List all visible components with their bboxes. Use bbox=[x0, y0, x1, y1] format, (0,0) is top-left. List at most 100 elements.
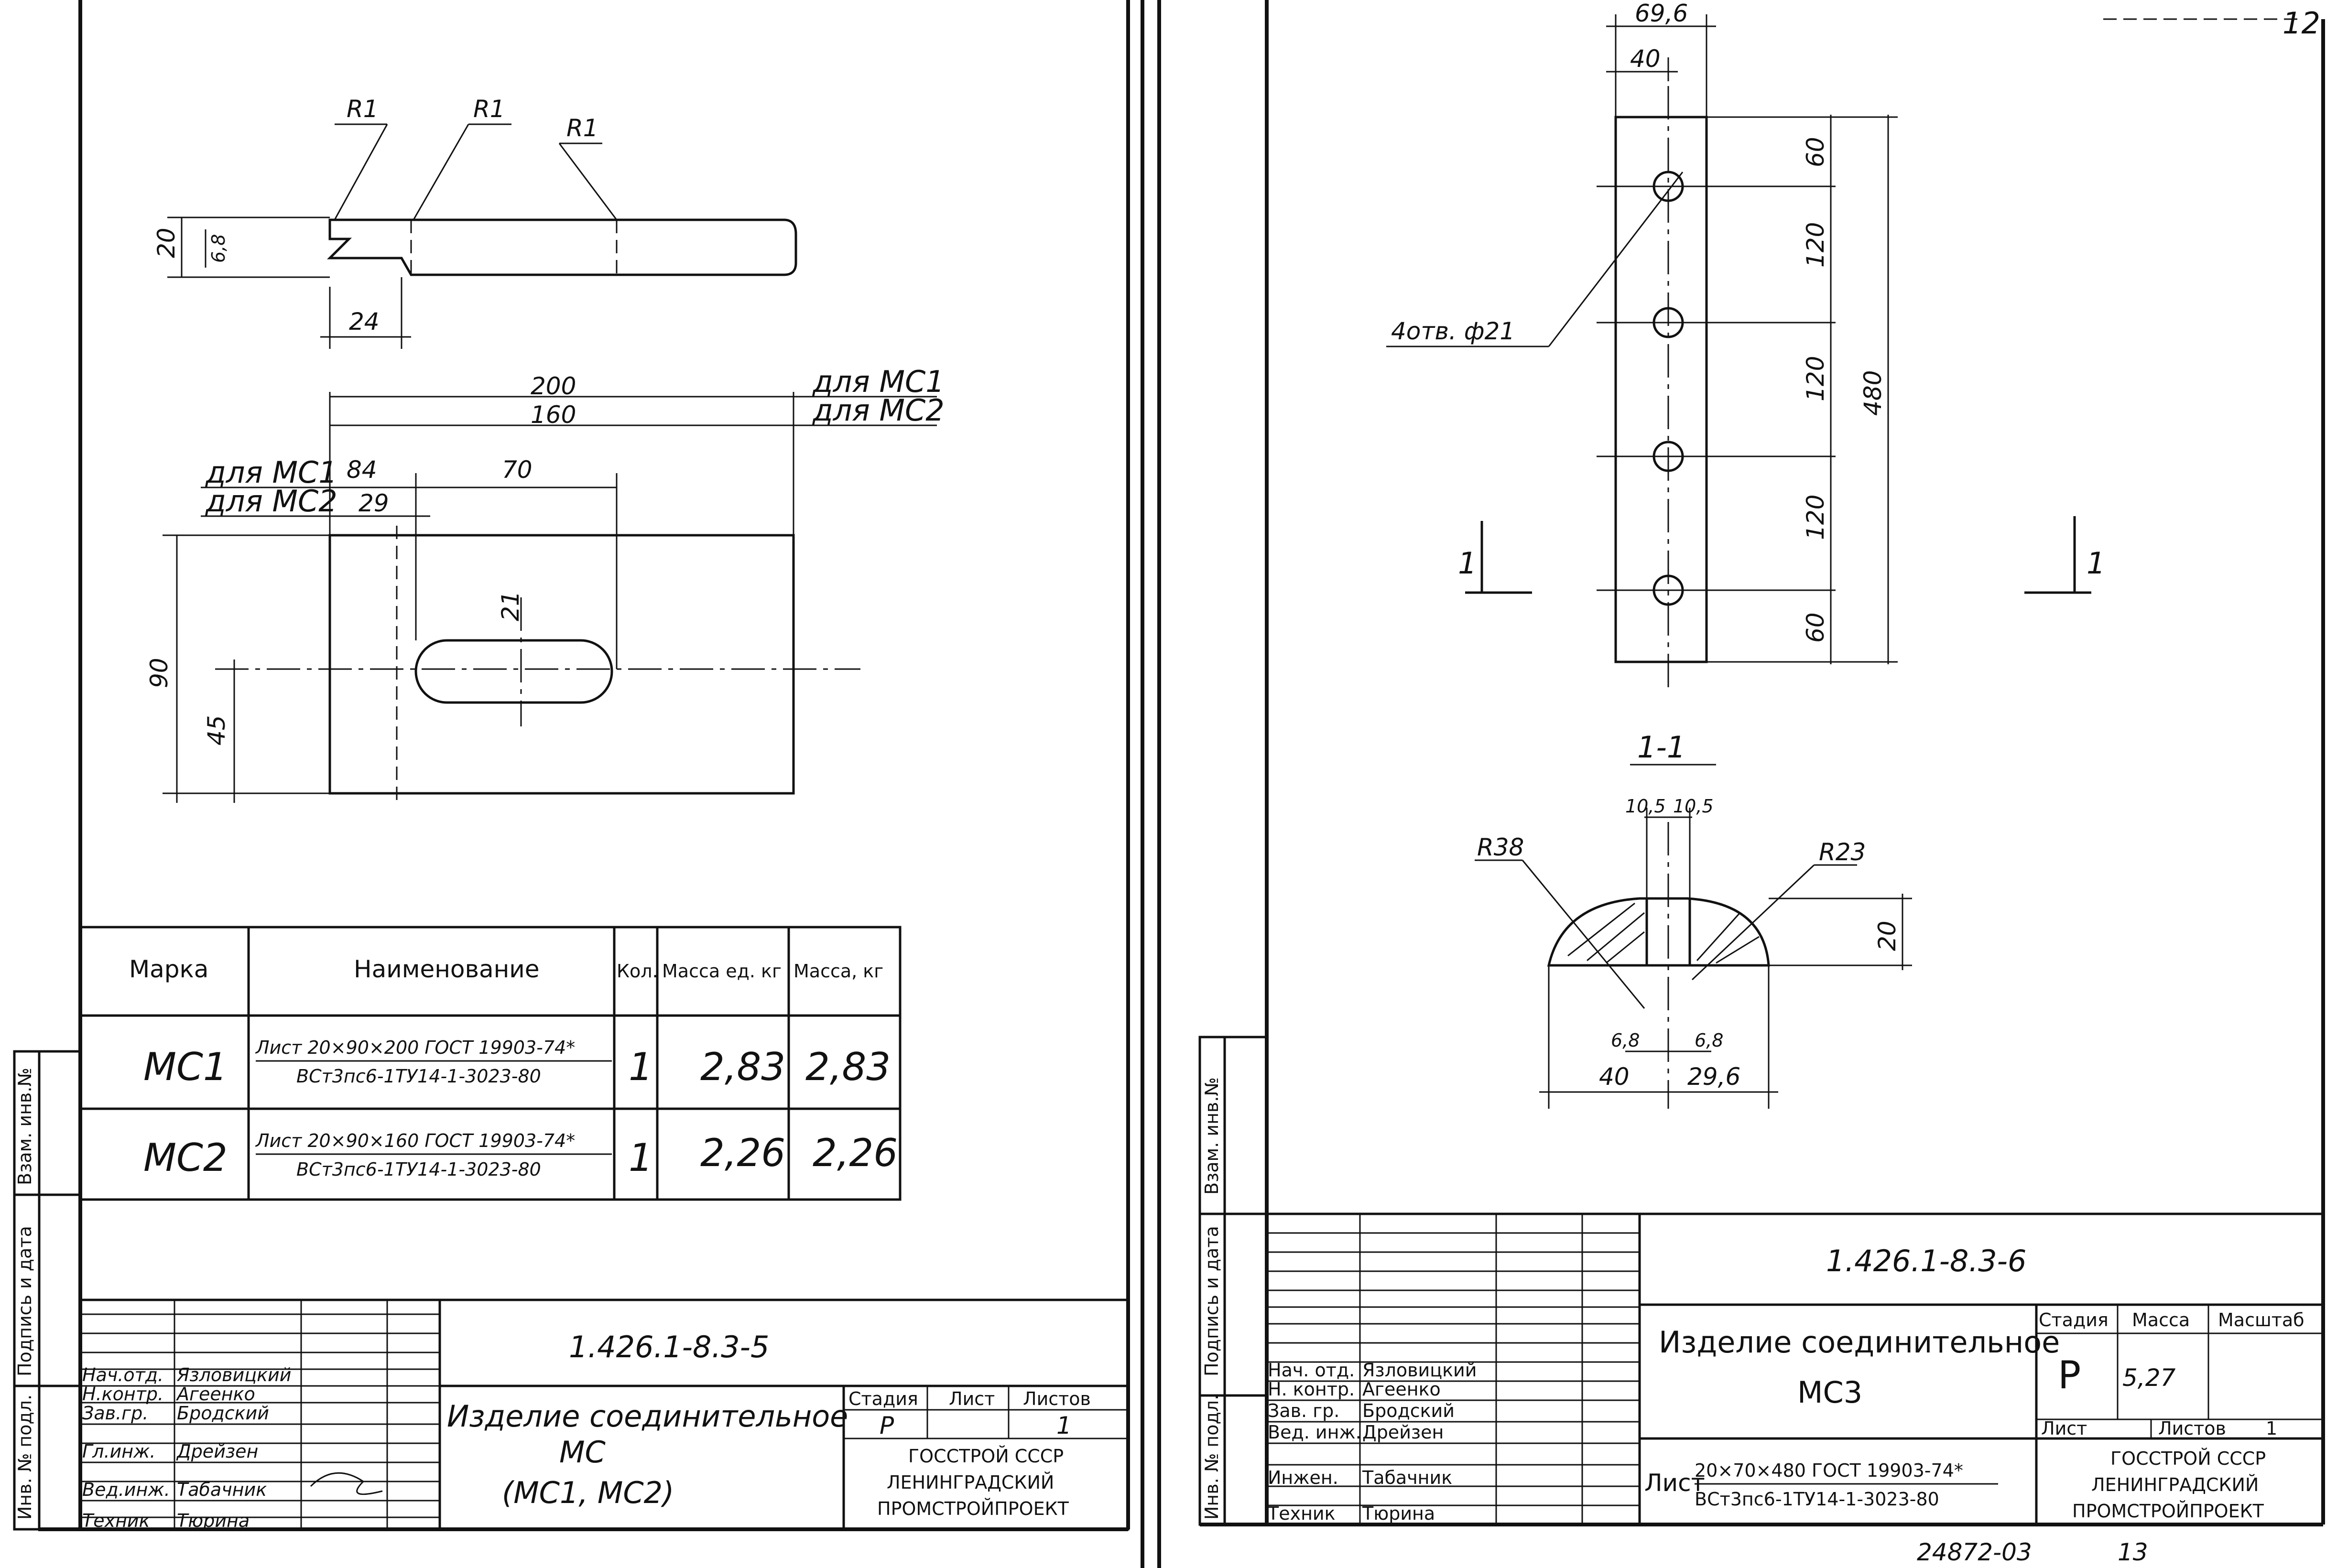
tb-right-stage: Р bbox=[2058, 1353, 2081, 1397]
table-row-1-qty: 1 bbox=[629, 1045, 653, 1089]
plan-view: 200 160 для МС1 для МС2 для МС1 для МС2 … bbox=[145, 364, 945, 803]
tb-right-code: 1.426.1-8.3-6 bbox=[1826, 1244, 2026, 1278]
tb-right-role-2: Н. контр. bbox=[1268, 1379, 1355, 1400]
tb-left-name-1: Изделие соединительное bbox=[447, 1399, 848, 1434]
section-outline bbox=[1547, 897, 1770, 967]
tb-right-sheet-h: Лист bbox=[2041, 1418, 2087, 1439]
title-block-left: Нач.отд. Н.контр. Зав.гр. Гл.инж. Вед.ин… bbox=[79, 1298, 1130, 1531]
tb-left-person-1: Язловицкий bbox=[176, 1364, 291, 1385]
label-for-mc1-b: для МС1 bbox=[205, 455, 337, 490]
tb-left-name-3: (МС1, МС2) bbox=[502, 1475, 674, 1510]
dim-plate-top: 60 bbox=[1802, 137, 1829, 167]
tb-left-sheet-h: Лист bbox=[949, 1388, 995, 1409]
dim-section-thick: 20 bbox=[1873, 920, 1901, 951]
dim-plan-len-mc2: 160 bbox=[531, 401, 576, 429]
dim-plan-half-height: 45 bbox=[203, 715, 230, 746]
tb-right-org-2: ЛЕНИНГРАДСКИЙ bbox=[2091, 1474, 2259, 1495]
left-sheet: Инв. № подл. Подпись и дата Взам. инв.№ … bbox=[13, 0, 1130, 1531]
tb-left-stage: Р bbox=[880, 1412, 894, 1439]
tb-right-person-6: Тюрина bbox=[1362, 1503, 1435, 1524]
right-margin-sign-date: Подпись и дата bbox=[1201, 1226, 1222, 1376]
tb-left-stage-h: Стадия bbox=[848, 1388, 918, 1409]
tb-right-material-top: 20×70×480 ГОСТ 19903-74* bbox=[1695, 1460, 1963, 1481]
dim-plate-bottom: 60 bbox=[1802, 612, 1829, 643]
dim-ch-b: 6,8 bbox=[1695, 1030, 1723, 1051]
right-margin-strip bbox=[1198, 1036, 1226, 1526]
tb-left-org-1: ГОССТРОЙ СССР bbox=[908, 1446, 1064, 1467]
section-mark-left: 1 bbox=[1458, 546, 1477, 581]
dim-plan-height: 90 bbox=[145, 658, 173, 688]
tb-left-person-6: Тюрина bbox=[177, 1510, 250, 1531]
tb-right-name-1: Изделие соединительное bbox=[1659, 1325, 2060, 1360]
tb-left-role-2: Н.контр. bbox=[82, 1384, 163, 1405]
tb-right-role-3: Зав. гр. bbox=[1268, 1400, 1339, 1421]
tb-right-person-5: Табачник bbox=[1362, 1467, 1452, 1488]
plate-outline bbox=[1614, 116, 1708, 663]
table-row-2-unit-mass: 2,26 bbox=[700, 1131, 785, 1175]
label-for-mc2-b: для МС2 bbox=[205, 484, 337, 519]
dim-ch-a: 6,8 bbox=[1611, 1030, 1640, 1051]
dim-plan-off-mc1: 84 bbox=[347, 456, 377, 484]
section-view: 1-1 R38 R23 10,5 10,5 20 bbox=[1475, 730, 1912, 1109]
dim-plan-off-mc2: 29 bbox=[359, 489, 389, 517]
tb-left-role-4: Гл.инж. bbox=[82, 1441, 155, 1462]
table-header-qty: Кол. bbox=[617, 961, 658, 982]
tb-right-person-2: Агеенко bbox=[1362, 1379, 1441, 1400]
tb-right-role-1: Нач. отд. bbox=[1268, 1360, 1355, 1381]
section-mark-right: 1 bbox=[2087, 546, 2105, 581]
right-sheet: 12 Взам. инв.№ Подпись и дата Инв. № под… bbox=[1198, 0, 2325, 1566]
label-holes: 4отв. ф21 bbox=[1391, 317, 1515, 345]
tb-left-role-3: Зав.гр. bbox=[82, 1403, 148, 1424]
profile-view: R1 R1 R1 20 6,8 24 bbox=[152, 95, 797, 349]
footer-archive: 24872-03 bbox=[1917, 1538, 2032, 1566]
tb-right-mass: 5,27 bbox=[2122, 1364, 2176, 1392]
table-header-mark: Марка bbox=[129, 955, 208, 983]
table-row-2-name-top: Лист 20×90×160 ГОСТ 19903-74* bbox=[255, 1130, 575, 1151]
left-margin-strip bbox=[13, 1050, 41, 1531]
tb-right-person-3: Бродский bbox=[1362, 1400, 1455, 1421]
plate-view: 60 120 120 120 60 480 69,6 40 4отв. ф21 … bbox=[1386, 0, 2105, 688]
table-row-2-mass: 2,26 bbox=[813, 1131, 898, 1175]
margin-sign-date: Подпись и дата bbox=[14, 1226, 35, 1376]
plan-slot bbox=[414, 639, 613, 704]
tb-right-material-bottom: ВСт3пс6-1ТУ14-1-3023-80 bbox=[1695, 1489, 1939, 1510]
tb-right-org-1: ГОССТРОЙ СССР bbox=[2110, 1448, 2266, 1469]
tb-left-name-2: МС bbox=[559, 1435, 606, 1470]
tb-right-role-5: Инжен. bbox=[1268, 1467, 1338, 1488]
tb-right-stage-h: Стадия bbox=[2039, 1309, 2109, 1330]
tb-left-person-5: Табачник bbox=[177, 1479, 267, 1500]
dim-plan-len-mc1: 200 bbox=[531, 372, 576, 400]
table-row-1-mark: МС1 bbox=[143, 1045, 228, 1089]
table-row-1-name-top: Лист 20×90×200 ГОСТ 19903-74* bbox=[255, 1037, 575, 1058]
table-header-mass: Масса, кг bbox=[794, 961, 883, 982]
dim-profile-height: 20 bbox=[152, 227, 180, 258]
tb-left-code: 1.426.1-8.3-5 bbox=[569, 1330, 769, 1364]
signature-mark bbox=[310, 1472, 383, 1495]
label-r38: R38 bbox=[1477, 833, 1524, 861]
tb-right-scale-h: Масштаб bbox=[2218, 1309, 2305, 1330]
table-header-name: Наименование bbox=[354, 955, 540, 983]
table-row-2-qty: 1 bbox=[629, 1135, 653, 1180]
tb-right-org-3: ПРОМСТРОЙПРОЕКТ bbox=[2072, 1501, 2264, 1522]
dim-plate-pitch-1: 120 bbox=[1802, 222, 1829, 268]
right-margin-inv-orig: Инв. № подл. bbox=[1201, 1395, 1222, 1520]
right-margin-inv-swap: Взам. инв.№ bbox=[1201, 1077, 1222, 1195]
tb-left-role-1: Нач.отд. bbox=[82, 1364, 163, 1385]
dim-profile-offset: 24 bbox=[349, 308, 380, 335]
label-r1-b: R1 bbox=[473, 95, 505, 123]
dim-plate-pitch-3: 120 bbox=[1802, 495, 1829, 540]
tb-left-person-2: Агеенко bbox=[175, 1384, 255, 1405]
dim-section-w-left: 40 bbox=[1599, 1063, 1630, 1091]
tb-left-person-4: Дрейзен bbox=[176, 1441, 258, 1462]
dim-plate-width-total: 69,6 bbox=[1635, 0, 1688, 27]
tb-right-sheets: 1 bbox=[2266, 1418, 2277, 1439]
label-for-mc2-a: для МС2 bbox=[812, 393, 945, 428]
dim-plan-slot-w: 21 bbox=[497, 591, 524, 621]
profile-outline bbox=[326, 218, 797, 276]
dim-gap-a: 10,5 bbox=[1625, 796, 1666, 817]
tb-left-role-6: Техник bbox=[82, 1510, 150, 1531]
table-header-unit-mass: Масса ед. кг bbox=[662, 961, 782, 982]
tb-right-material-prefix: Лист bbox=[1644, 1469, 1705, 1497]
label-r1-a: R1 bbox=[347, 95, 379, 123]
